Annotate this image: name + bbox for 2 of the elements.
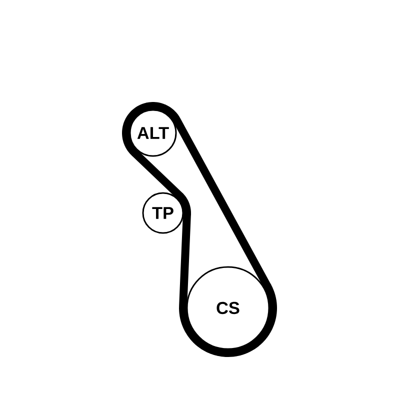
belt — [122, 102, 272, 289]
belt — [179, 214, 277, 357]
